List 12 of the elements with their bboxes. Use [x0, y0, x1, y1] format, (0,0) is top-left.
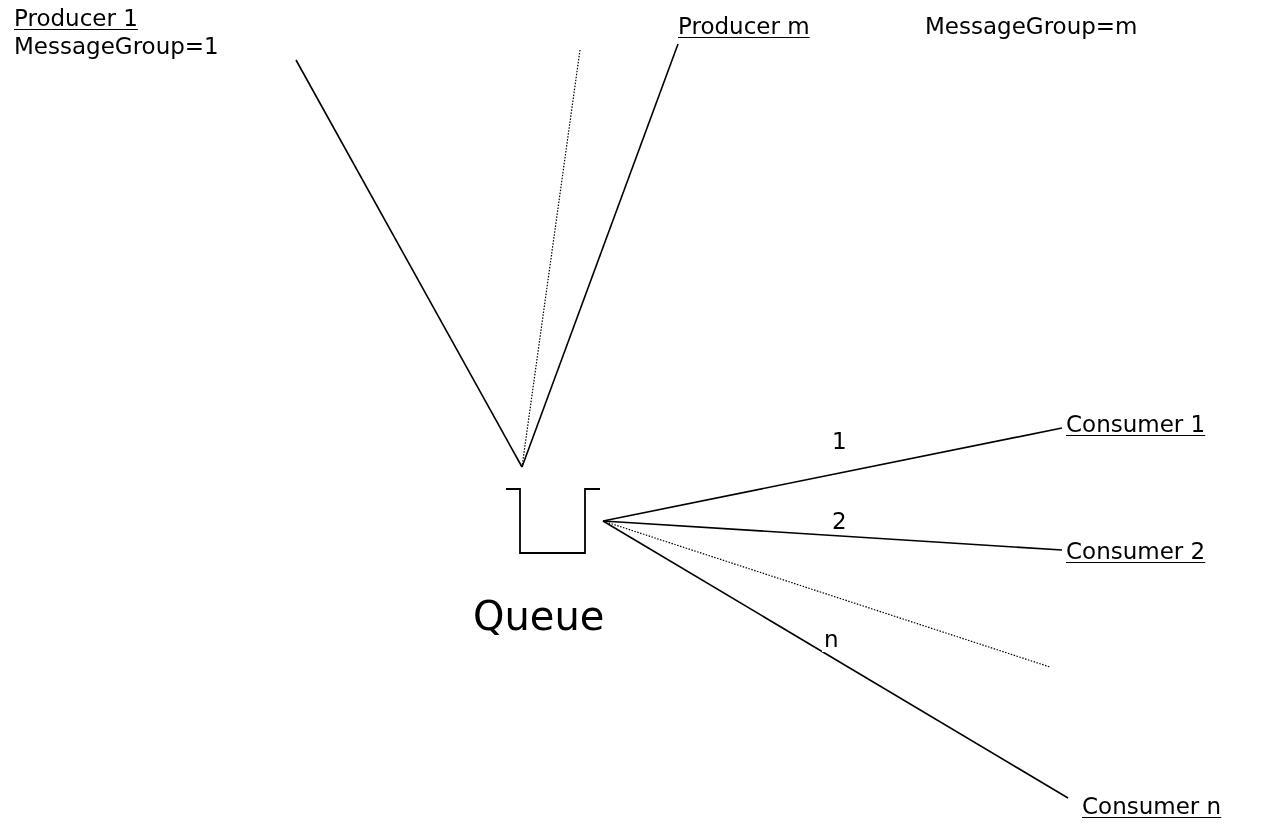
group-label: MessageGroup=1: [14, 32, 219, 60]
queue-label: Queue: [473, 593, 605, 639]
underlined-name: Producer 1: [14, 4, 138, 32]
group-label: MessageGroup=m: [925, 12, 1138, 40]
connector-line: [602, 520, 1063, 551]
underlined-name: Consumer 2: [1066, 537, 1206, 565]
connector-line: [521, 43, 679, 468]
connector-line: [295, 59, 523, 468]
underlined-name: Consumer 1: [1066, 410, 1206, 438]
underlined-name: Producer m: [678, 12, 810, 40]
connector-line: [602, 520, 1069, 799]
underlined-name: Consumer n: [1082, 792, 1222, 820]
